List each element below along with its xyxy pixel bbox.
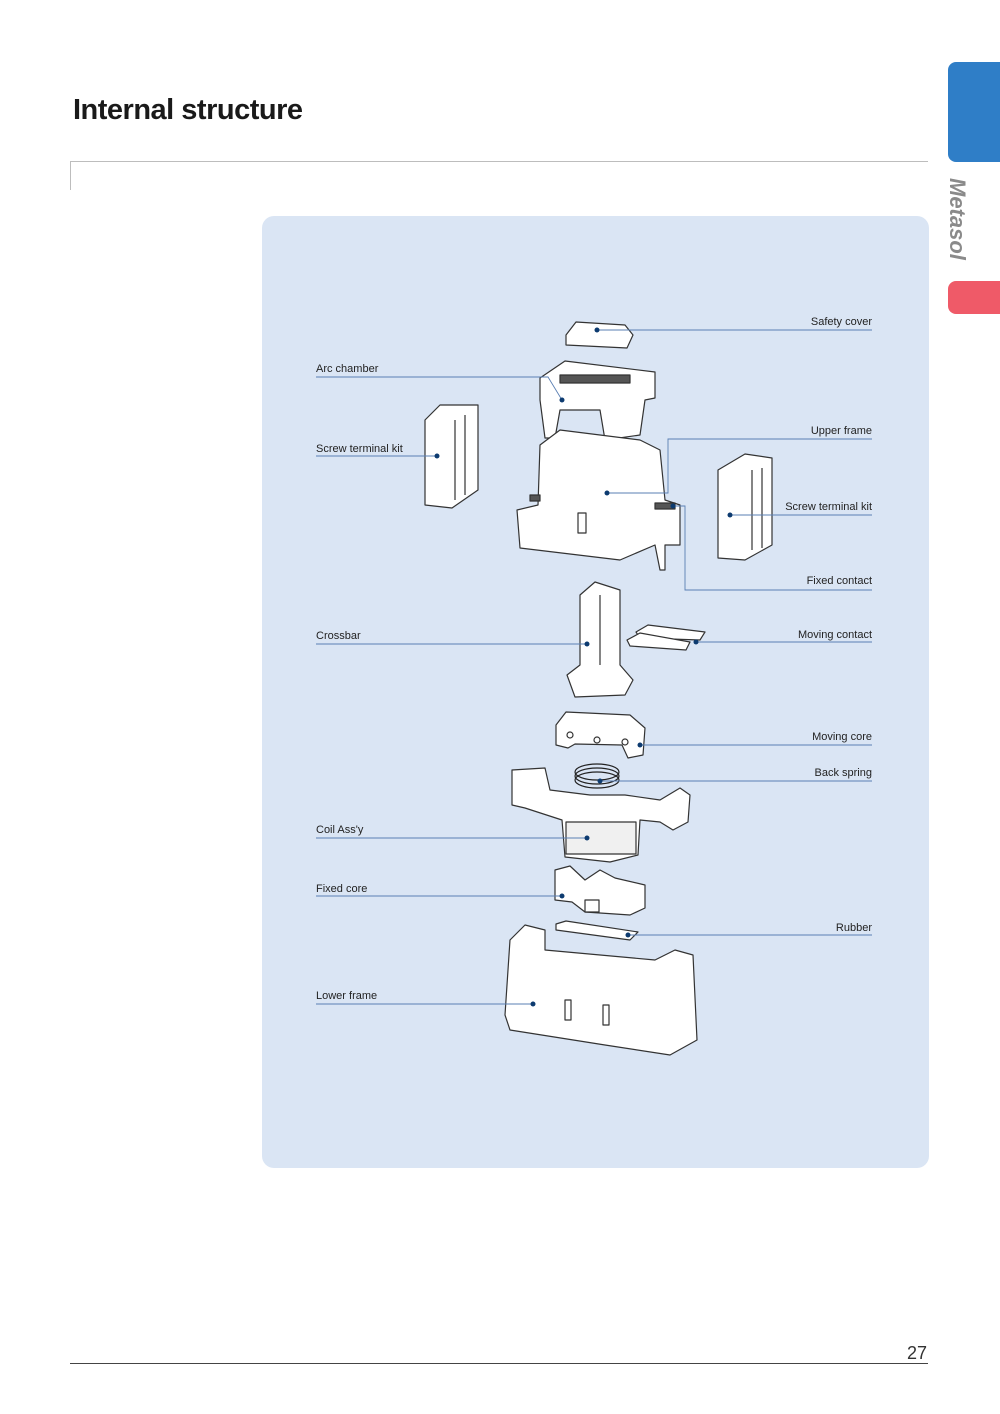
crossbar-part bbox=[566, 581, 634, 698]
rubber-part bbox=[555, 920, 639, 941]
page-number: 27 bbox=[906, 1343, 927, 1363]
header-rule-tick bbox=[70, 161, 71, 190]
fixed-core-part bbox=[554, 865, 646, 916]
back-spring-part bbox=[574, 763, 620, 789]
brand-label: Metasol bbox=[945, 178, 970, 260]
leader-upper-frame bbox=[607, 438, 872, 494]
upper-frame-part bbox=[516, 429, 681, 571]
footer-rule bbox=[70, 1363, 928, 1364]
side-tab-blue bbox=[948, 62, 1000, 162]
label-moving-core: Moving core bbox=[812, 731, 872, 743]
side-tab-red bbox=[948, 281, 1000, 314]
leader-lines bbox=[316, 329, 872, 1005]
header-rule bbox=[70, 161, 928, 162]
label-back-spring: Back spring bbox=[814, 767, 872, 779]
screw-terminal-kit-left-part bbox=[424, 404, 479, 509]
leader-fixed-contact bbox=[673, 505, 872, 591]
moving-core-part bbox=[555, 711, 646, 759]
callout-dots bbox=[434, 327, 733, 1007]
label-fixed-core: Fixed core bbox=[316, 883, 368, 895]
label-rubber: Rubber bbox=[835, 922, 872, 934]
label-coil-assy: Coil Ass'y bbox=[316, 824, 364, 836]
label-safety-cover: Safety cover bbox=[810, 316, 872, 328]
safety-cover-part bbox=[565, 321, 634, 349]
arc-chamber-part bbox=[539, 360, 656, 441]
label-fixed-contact: Fixed contact bbox=[806, 575, 872, 587]
page-title: Internal structure bbox=[73, 94, 303, 126]
moving-contact-part bbox=[626, 624, 706, 651]
leader-arc-chamber bbox=[316, 376, 563, 401]
lower-frame-part bbox=[504, 924, 698, 1056]
label-screw-terminal-kit-right: Screw terminal kit bbox=[785, 501, 872, 513]
label-upper-frame: Upper frame bbox=[810, 425, 872, 437]
label-lower-frame: Lower frame bbox=[316, 990, 378, 1002]
label-moving-contact: Moving contact bbox=[798, 629, 872, 641]
screw-terminal-kit-right-part bbox=[717, 453, 773, 561]
label-arc-chamber: Arc chamber bbox=[316, 363, 379, 375]
label-crossbar: Crossbar bbox=[316, 630, 361, 642]
label-screw-terminal-kit-left: Screw terminal kit bbox=[316, 443, 403, 455]
